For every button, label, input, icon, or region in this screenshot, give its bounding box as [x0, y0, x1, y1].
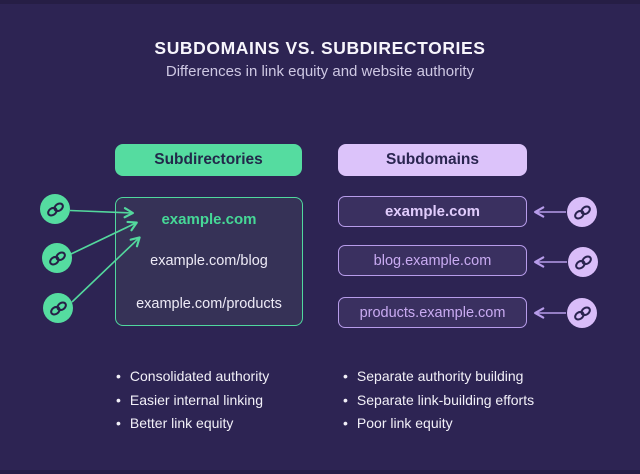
subdomains-drawbacks-list: • Separate authority building • Separate l…	[343, 365, 534, 436]
benefit-text: Easier internal linking	[129, 391, 263, 408]
bullet-dot: •	[343, 368, 348, 384]
link-circle-left-2	[42, 243, 72, 273]
top-edge-strip	[0, 0, 640, 4]
list-item: • Poor link equity	[343, 412, 534, 436]
list-item: • Consolidated authority	[116, 365, 269, 389]
link-circle-right-3	[567, 298, 597, 328]
list-item: • Separate authority building	[343, 365, 534, 389]
subdirectories-benefits-list: • Consolidated authority • Easier internal…	[116, 365, 269, 436]
benefit-text: Better link equity	[129, 415, 234, 431]
chain-link-icon	[574, 255, 592, 269]
page-subtitle: Differences in link equity and website a…	[165, 63, 475, 80]
chain-link-icon	[49, 301, 67, 315]
list-item: • Better link equity	[116, 412, 269, 436]
link-circle-right-2	[568, 247, 598, 277]
subdomain-products-box: products.example.com	[338, 297, 527, 328]
bullet-dot: •	[343, 391, 348, 408]
drawback-text: Separate link-building efforts	[356, 391, 535, 408]
benefit-text: Consolidated authority	[129, 368, 270, 384]
subdomains-header-pill: Subdomains	[338, 144, 527, 176]
drawback-text: Poor link equity	[356, 415, 453, 431]
bullet-dot: •	[343, 415, 348, 431]
chain-link-icon	[573, 205, 591, 219]
link-circle-left-3	[43, 293, 73, 323]
chain-link-icon	[573, 306, 591, 320]
subdomain-root-box: example.com	[338, 196, 527, 227]
page-title: SUBDOMAINS VS. SUBDIRECTORIES	[154, 38, 486, 58]
chain-link-icon	[46, 202, 64, 216]
link-circle-right-1	[567, 197, 597, 227]
list-item: • Easier internal linking	[116, 389, 269, 413]
list-item: • Separate link-building efforts	[343, 389, 534, 413]
chain-link-icon	[48, 251, 66, 265]
subdirectory-products: example.com/products	[136, 295, 282, 312]
bottom-edge-strip	[0, 470, 640, 474]
drawback-text: Separate authority building	[356, 368, 524, 384]
bullet-dot: •	[116, 368, 121, 384]
subdirectories-header-pill: Subdirectories	[115, 144, 302, 176]
subdirectory-root-domain: example.com	[161, 210, 257, 228]
bullet-dot: •	[116, 391, 121, 408]
bullet-dot: •	[116, 415, 121, 431]
link-circle-left-1	[40, 194, 70, 224]
subdirectory-blog: example.com/blog	[150, 253, 268, 270]
subdirectories-box: example.com example.com/blog example.com…	[115, 197, 303, 326]
inbound-link-arrows-right	[534, 206, 567, 319]
subdomain-blog-box: blog.example.com	[338, 245, 527, 276]
